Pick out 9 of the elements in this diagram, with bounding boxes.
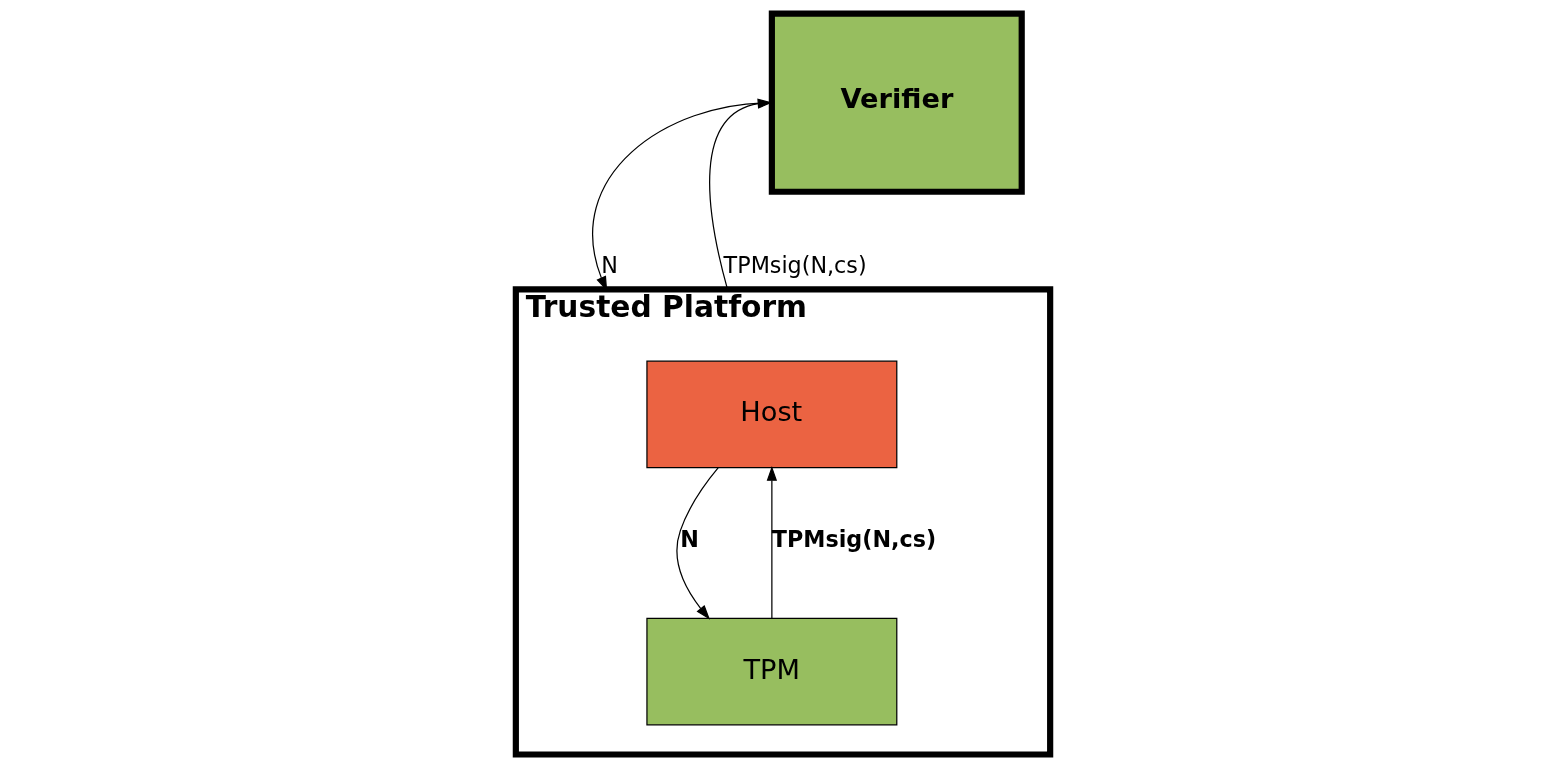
node-box: Host xyxy=(645,360,897,469)
edge-label: N xyxy=(679,526,699,553)
edge-label: N xyxy=(600,251,618,278)
arrow xyxy=(675,467,719,620)
edge-label: TPMsig(N,cs) xyxy=(771,526,936,553)
node-box: Verifier xyxy=(768,10,1025,195)
arrow xyxy=(766,465,777,619)
node-box: TPM xyxy=(645,617,897,726)
edge-label: TPMsig(N,cs) xyxy=(723,251,867,278)
